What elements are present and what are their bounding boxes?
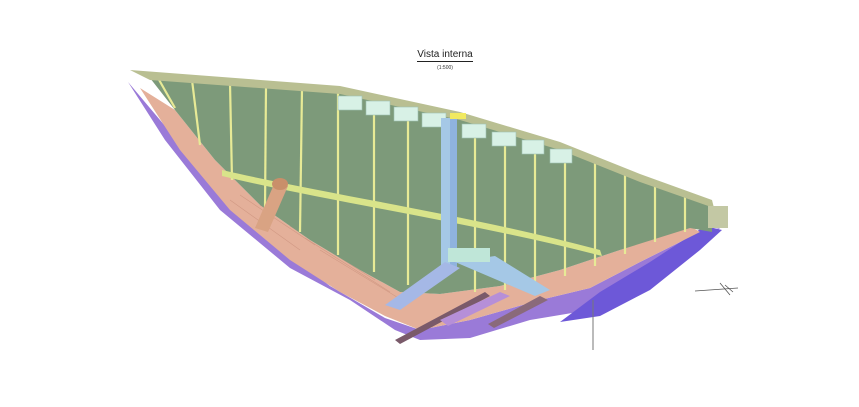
central-column-face [450, 118, 457, 268]
column-base [448, 248, 490, 262]
floor-duct-3 [488, 296, 548, 328]
inclined-pipe [255, 182, 288, 232]
right-end-cap [708, 206, 728, 228]
column-cap [450, 113, 466, 119]
floor-duct-1 [395, 292, 490, 344]
floor-duct-2 [440, 292, 510, 326]
floor-slab [140, 88, 700, 330]
horizontal-beam [222, 170, 602, 256]
drawing-scale: (1:500) [437, 65, 453, 71]
cross-beam-right [455, 256, 550, 296]
roof-openings [337, 95, 573, 164]
vertical-ribs [157, 77, 687, 292]
pipe-head [272, 178, 288, 190]
title-block: Vista interna (1:500) [395, 44, 495, 71]
drawing-title: Vista interna [417, 49, 473, 62]
cross-beam-left [385, 262, 460, 310]
north-arrow-icon [694, 282, 739, 296]
hull-right-flank [560, 226, 722, 322]
back-wall [150, 78, 712, 294]
